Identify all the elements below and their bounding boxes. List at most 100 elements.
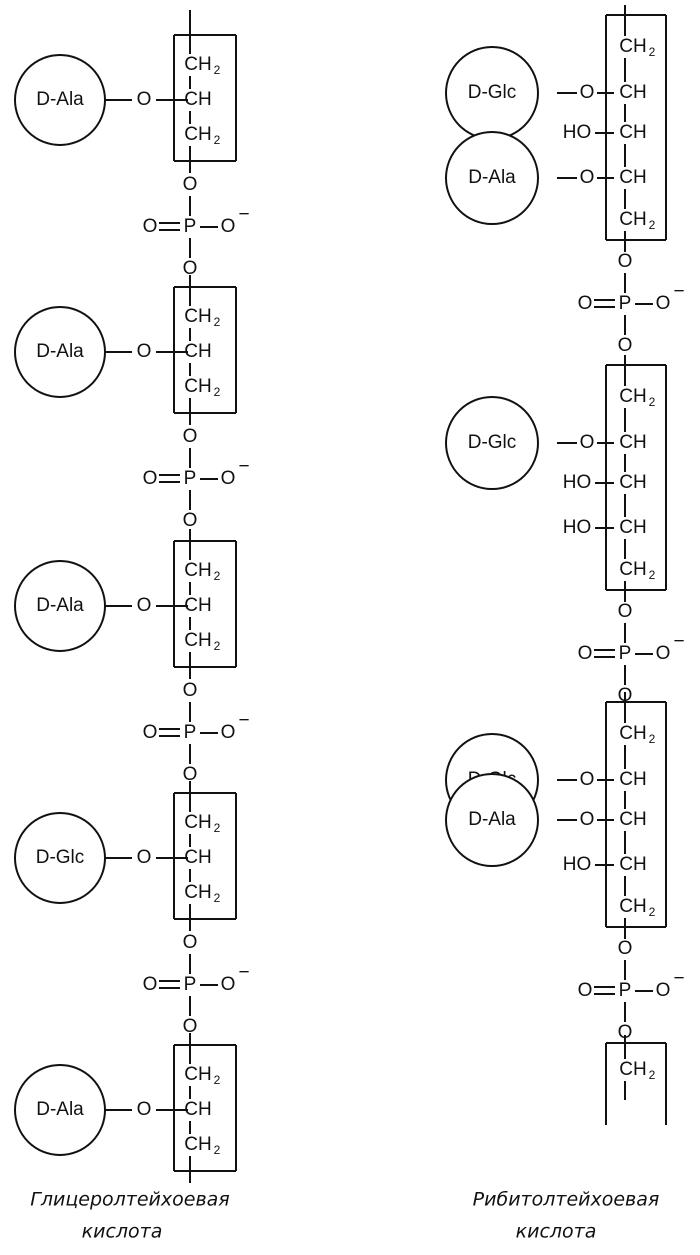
- phosphate-p: P: [184, 974, 197, 995]
- substituent-label: D-Ala: [36, 1099, 84, 1120]
- ether-o: O: [580, 82, 595, 103]
- phosphate-o-top: O: [183, 680, 198, 701]
- phosphate-o-double: O: [143, 468, 158, 489]
- caption-line-1: Рибитолтейхоевая: [473, 1189, 660, 1211]
- substituent-label: D-Glc: [468, 82, 517, 103]
- ch2-label: CH: [184, 560, 211, 581]
- ch2-label: CH: [184, 54, 211, 75]
- substituent: D-Ala: [14, 560, 106, 652]
- hydroxyl: HO: [563, 517, 592, 538]
- ch2-label: CH: [619, 36, 646, 57]
- ch-middle: CH: [184, 89, 211, 110]
- ch2-label: CH: [619, 723, 646, 744]
- phosphate-o-bottom: O: [618, 1022, 633, 1043]
- ether-o: O: [580, 809, 595, 830]
- ester-o: O: [137, 341, 152, 362]
- substituent: D-Glc: [14, 812, 106, 904]
- phosphate-o-top: O: [183, 174, 198, 195]
- substituent: D-Ala: [445, 773, 539, 867]
- phosphate-o-minus: O: [656, 980, 671, 1001]
- phosphate-o-minus: O: [221, 974, 236, 995]
- caption-line-1: Глицеролтейхоевая: [30, 1189, 229, 1211]
- ch2-subscript: 2: [649, 395, 656, 409]
- substituent-label: D-Glc: [36, 847, 85, 868]
- phosphate-charge: −: [673, 631, 684, 652]
- ch2-subscript: 2: [649, 218, 656, 232]
- substituent: D-Glc: [445, 396, 539, 490]
- ether-o: O: [580, 432, 595, 453]
- ch2-subscript: 2: [214, 1073, 221, 1087]
- substituent: D-Ala: [14, 54, 106, 146]
- ribitol-caption: Рибитолтейхоевая кислота: [473, 1189, 660, 1243]
- phosphate-p: P: [619, 643, 632, 664]
- phosphate-p: P: [184, 468, 197, 489]
- substituent: D-Ala: [14, 1064, 106, 1156]
- ether-o: O: [580, 769, 595, 790]
- ester-o: O: [137, 89, 152, 110]
- phosphate-o-double: O: [143, 974, 158, 995]
- ch2-label: CH: [184, 812, 211, 833]
- ch-middle: CH: [184, 847, 211, 868]
- ch2-subscript: 2: [214, 63, 221, 77]
- substituent-circle: [445, 773, 539, 867]
- ch2-subscript: 2: [649, 732, 656, 746]
- substituent-label: D-Ala: [468, 167, 516, 188]
- phosphate-o-minus: O: [221, 722, 236, 743]
- phosphate-charge: −: [238, 710, 249, 731]
- ch-1: CH: [619, 432, 646, 453]
- ch-3: CH: [619, 167, 646, 188]
- phosphate-o-double: O: [578, 980, 593, 1001]
- phosphate-p: P: [184, 722, 197, 743]
- ch2-label: CH: [184, 376, 211, 397]
- phosphate-o-double: O: [578, 293, 593, 314]
- ch2-subscript: 2: [214, 385, 221, 399]
- ch2-subscript: 2: [214, 133, 221, 147]
- phosphate-o-minus: O: [221, 468, 236, 489]
- ch2-label: CH: [184, 1134, 211, 1155]
- substituent-label: D-Glc: [468, 432, 517, 453]
- ch-1: CH: [619, 82, 646, 103]
- substituent: D-Ala: [14, 306, 106, 398]
- phosphate-o-bottom: O: [183, 258, 198, 279]
- phosphate-o-top: O: [183, 932, 198, 953]
- caption-line-2: кислота: [516, 1221, 597, 1243]
- phosphate-p: P: [619, 293, 632, 314]
- substituent-label: D-Ala: [468, 809, 516, 830]
- ether-o: O: [580, 167, 595, 188]
- ch-1: CH: [619, 769, 646, 790]
- ch2-subscript: 2: [214, 569, 221, 583]
- substituent: D-Ala: [445, 131, 539, 225]
- ch2-subscript: 2: [649, 45, 656, 59]
- hydroxyl: HO: [563, 472, 592, 493]
- ch2-subscript: 2: [649, 568, 656, 582]
- ch-middle: CH: [184, 1099, 211, 1120]
- ch-middle: CH: [184, 341, 211, 362]
- ch2-label: CH: [184, 1064, 211, 1085]
- ch2-label: CH: [184, 630, 211, 651]
- ch2-label: CH: [619, 1059, 646, 1080]
